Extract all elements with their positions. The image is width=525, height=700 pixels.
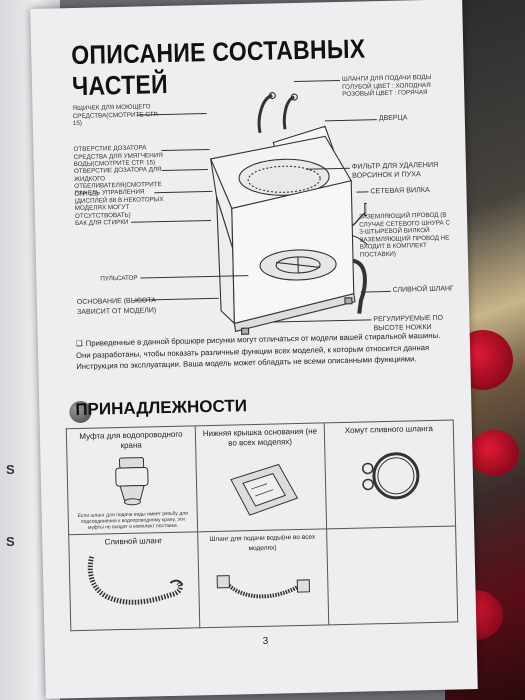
hose-clamp-icon xyxy=(325,437,455,519)
accessories-table: Муфта для водопроводного крана Если шлан… xyxy=(66,419,459,631)
section-title: ПРИНАДЛЕЖНОСТИ xyxy=(75,396,248,420)
illustration-note: ❏Приведенные в данной брошюре рисунки мо… xyxy=(76,329,457,372)
accessory-cell-empty xyxy=(326,525,458,625)
manual-page: ОПИСАНИЕ СОСТАВНЫХ ЧАСТЕЙ xyxy=(30,0,478,699)
accessory-label: Шланг для подачи воды(не во всех моделях… xyxy=(209,533,316,553)
accessory-label: Муфта для водопроводного крана xyxy=(79,429,183,451)
label-door: ДВЕРЦА xyxy=(378,114,408,123)
leader-line xyxy=(360,290,391,293)
base-cover-icon xyxy=(196,449,326,531)
label-lint-filter: ФИЛЬТР ДЛЯ УДАЛЕНИЯ ВОРСИНОК И ПУХА xyxy=(351,159,439,180)
page-number: 3 xyxy=(262,635,269,647)
accessory-cell: Сливной шланг xyxy=(68,531,200,631)
inlet-hose-icon xyxy=(199,555,329,627)
note-text: Приведенные в данной брошюре рисунки мог… xyxy=(75,330,441,372)
label-pulsator: ПУЛЬСАТОР xyxy=(100,274,138,283)
accessory-note: Если шланг для подачи воды имеет резьбу … xyxy=(77,510,188,531)
label-power-plug: СЕТЕВАЯ ВИЛКА xyxy=(370,184,430,196)
accessory-cell: Шланг для подачи воды(не во всех моделях… xyxy=(197,528,329,628)
accessory-cell: Муфта для водопроводного крана Если шлан… xyxy=(66,425,198,535)
washing-machine-illustration xyxy=(209,91,370,335)
red-flower-decoration xyxy=(469,430,519,476)
margin-glyph: S xyxy=(6,534,15,549)
accessory-cell: Нижняя крышка основания (не во всех моде… xyxy=(195,422,327,532)
margin-glyph: S xyxy=(6,462,15,477)
label-water-inlet-hoses: ШЛАНГИ ДЛЯ ПОДАЧИ ВОДЫ Голубой цвет : Хо… xyxy=(341,73,432,98)
label-drain-hose: СЛИВНОЙ ШЛАНГ xyxy=(392,285,454,294)
label-softener-dispenser: ОТВЕРСТИЕ ДОЗАТОРА СРЕДСТВА ДЛЯ УМЯГЧЕНИ… xyxy=(73,144,163,169)
drain-hose-icon xyxy=(70,548,200,620)
label-ground-wire: ЗАЗЕМЛЯЮЩИЙ ПРОВОД (В случае сетевого шн… xyxy=(358,211,451,259)
accessory-label xyxy=(327,526,455,535)
faucet-coupling-icon xyxy=(67,452,196,511)
leader-line xyxy=(356,191,369,193)
note-bullet-icon: ❏ xyxy=(75,338,83,349)
accessory-label: Нижняя крышка основания (не во всех моде… xyxy=(202,426,318,448)
accessory-cell: Хомут сливного шланга xyxy=(324,419,456,529)
label-wash-tub: БАК ДЛЯ СТИРКИ xyxy=(75,218,129,228)
